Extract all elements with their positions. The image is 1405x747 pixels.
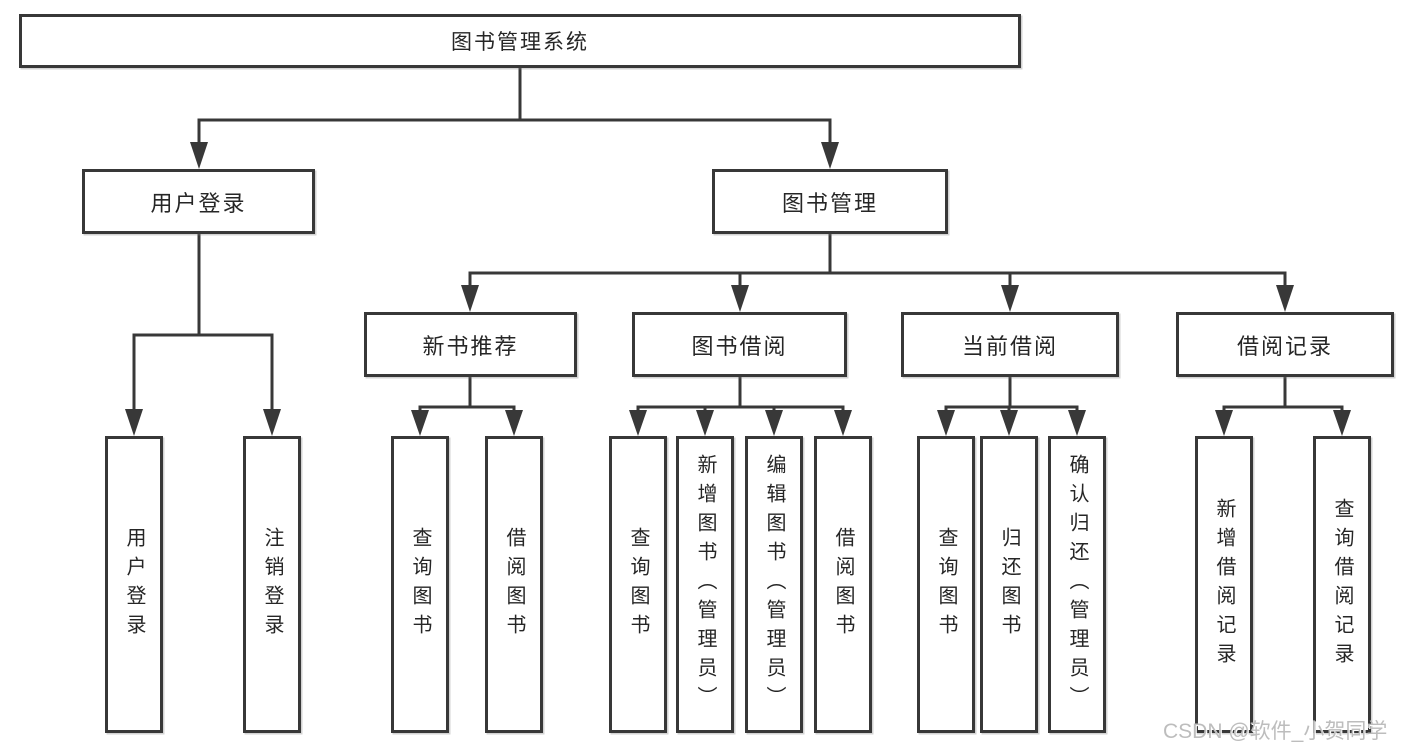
connector-new-book-to-leaves [411,377,523,436]
leaf-confirm-return-admin-label: 确认归还（管理员） [1066,454,1088,715]
node-borrow-records: 借阅记录 [1176,312,1394,377]
arrowhead-leaf-borrow-book-2 [834,410,852,436]
connector-book-management-to-level3 [461,234,1294,312]
leaf-borrow-book-newbook: 借阅图书 [485,436,543,733]
node-new-book-label: 新书推荐 [422,333,519,359]
arrowhead-leaf-add-record [1215,410,1233,436]
arrowhead-new-book [461,285,479,312]
csdn-watermark: CSDN @软件_小贺同学 [1163,720,1388,743]
leaf-query-book-current: 查询图书 [917,436,975,733]
leaf-borrow-book: 借阅图书 [814,436,872,733]
leaf-query-book-borrow-label: 查询图书 [627,526,649,643]
node-book-management-label: 图书管理 [781,190,878,216]
arrowhead-leaf-query-book-3 [937,410,955,436]
leaf-query-borrow-record: 查询借阅记录 [1313,436,1371,733]
connector-borrow-records-to-leaves [1215,377,1351,436]
node-book-borrow: 图书借阅 [632,312,847,377]
arrowhead-leaf-confirm-return [1068,410,1086,436]
arrowhead-leaf-return-book [1000,410,1018,436]
leaf-query-book-current-label: 查询图书 [935,526,957,643]
leaf-return-book-label: 归还图书 [998,526,1020,643]
leaf-query-borrow-record-label: 查询借阅记录 [1331,497,1353,672]
leaf-logout-label: 注销登录 [261,526,283,643]
arrowhead-leaf-user-login [125,409,143,436]
connector-book-borrow-to-leaves [629,377,852,436]
arrowhead-current-borrow [1001,285,1019,312]
leaf-user-login: 用户登录 [105,436,163,733]
node-borrow-records-label: 借阅记录 [1236,333,1333,359]
node-root: 图书管理系统 [19,14,1021,68]
node-root-label: 图书管理系统 [451,31,589,54]
leaf-edit-book-admin-label: 编辑图书（管理员） [763,454,785,715]
node-new-book: 新书推荐 [364,312,577,377]
arrowhead-book-management [821,142,839,169]
arrowhead-user-login [190,142,208,169]
arrowhead-leaf-add-book [696,410,714,436]
leaf-query-book-newbook: 查询图书 [391,436,449,733]
leaf-confirm-return-admin: 确认归还（管理员） [1048,436,1106,733]
arrowhead-leaf-query-record [1333,410,1351,436]
arrowhead-leaf-query-book-2 [629,410,647,436]
leaf-add-book-admin: 新增图书（管理员） [676,436,734,733]
leaf-borrow-book-newbook-label: 借阅图书 [503,526,525,643]
leaf-add-borrow-record: 新增借阅记录 [1195,436,1253,733]
leaf-edit-book-admin: 编辑图书（管理员） [745,436,803,733]
arrowhead-leaf-logout [263,409,281,436]
leaf-logout: 注销登录 [243,436,301,733]
node-current-borrow-label: 当前借阅 [961,333,1058,359]
connector-user-login-to-leaves [125,234,281,436]
leaf-query-book-newbook-label: 查询图书 [409,526,431,643]
leaf-add-book-admin-label: 新增图书（管理员） [694,454,716,715]
connector-root-to-level2 [190,68,839,169]
node-book-management: 图书管理 [712,169,948,234]
leaf-user-login-label: 用户登录 [123,526,145,643]
leaf-add-borrow-record-label: 新增借阅记录 [1213,497,1235,672]
leaf-query-book-borrow: 查询图书 [609,436,667,733]
arrowhead-book-borrow [731,285,749,312]
arrowhead-leaf-borrow-book-1 [505,410,523,436]
arrowhead-leaf-query-book-1 [411,410,429,436]
arrowhead-borrow-records [1276,285,1294,312]
leaf-return-book: 归还图书 [980,436,1038,733]
leaf-borrow-book-label: 借阅图书 [832,526,854,643]
node-user-login-label: 用户登录 [150,190,247,216]
node-user-login: 用户登录 [82,169,315,234]
node-book-borrow-label: 图书借阅 [691,333,788,359]
connector-current-borrow-to-leaves [937,377,1086,436]
arrowhead-leaf-edit-book [765,410,783,436]
node-current-borrow: 当前借阅 [901,312,1119,377]
